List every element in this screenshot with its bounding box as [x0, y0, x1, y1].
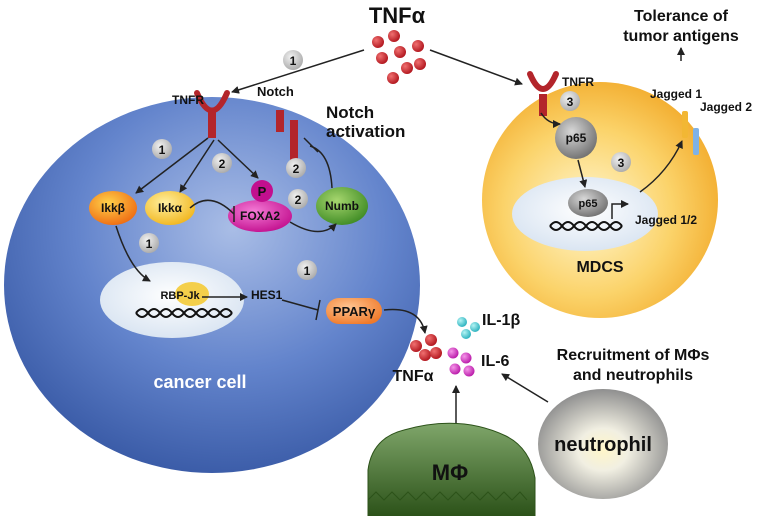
il1b-cytokine-cluster [457, 317, 480, 339]
il1b-label: IL-1β [482, 312, 520, 329]
notch-activation-label-2: activation [326, 122, 405, 141]
step-badge: 2 [286, 158, 306, 178]
p65-protein-cytoplasm [555, 117, 597, 159]
jagged2-label: Jagged 2 [700, 100, 752, 114]
rbpjk-protein [175, 282, 209, 306]
foxa2-protein [228, 200, 292, 232]
mdcs-label: MDCS [576, 259, 623, 276]
recruitment-label-2: and neutrophils [573, 367, 693, 384]
dna-helix-cancer [135, 308, 233, 318]
foxa2-label: FOXA2 [240, 209, 280, 223]
tolerance-label-2: tumor antigens [623, 28, 739, 45]
ppary-protein [326, 298, 382, 324]
rbpjk-label: RBP-Jk [160, 290, 200, 302]
jagged2-ligand [693, 128, 699, 155]
il6-label: IL-6 [481, 353, 510, 370]
step-badge: 1 [297, 260, 317, 280]
ppary-label: PPARγ [333, 304, 376, 319]
macrophage-label: MΦ [432, 460, 468, 485]
tnfr-receptor-left [194, 90, 230, 138]
tnfa-molecule-cluster [372, 30, 426, 84]
tnfr-receptor-right [527, 71, 559, 116]
tnfr-label-left: TNFR [172, 93, 204, 107]
macrophage-cell [367, 422, 536, 516]
tnfr-label-right: TNFR [562, 75, 594, 89]
tnfa-bottom-label: TNFα [393, 368, 434, 385]
svg-text:2: 2 [295, 193, 302, 207]
ikka-label: Ikkα [158, 201, 183, 215]
phospho-group [251, 180, 273, 202]
inhibition-lines [189, 137, 333, 321]
svg-text:1: 1 [159, 143, 166, 157]
ikkb-label: Ikkβ [101, 201, 125, 215]
step-badge: 2 [212, 153, 232, 173]
svg-text:1: 1 [146, 237, 153, 251]
dna-helix-mdcs [549, 221, 623, 231]
tolerance-label-1: Tolerance of [634, 8, 729, 25]
cancer-cell-label: cancer cell [153, 372, 246, 392]
svg-text:2: 2 [293, 162, 300, 176]
neutrophil-cell [538, 389, 668, 499]
step-badge: 3 [560, 91, 580, 111]
p65-label-cytoplasm: p65 [566, 131, 587, 145]
notch-label: Notch [257, 84, 294, 99]
recruitment-label-1: Recruitment of MΦs [557, 347, 710, 364]
step-badge: 1 [283, 50, 303, 70]
phospho-label: P [258, 184, 267, 199]
step-badge: 1 [139, 233, 159, 253]
il6-cytokine-cluster [447, 347, 475, 377]
svg-text:3: 3 [618, 156, 625, 170]
svg-text:1: 1 [304, 264, 311, 278]
step-badge: 3 [611, 152, 631, 172]
tnfa-cytokine-cluster [410, 334, 442, 361]
notch-activation-label-1: Notch [326, 103, 374, 122]
p65-protein-nucleus [568, 189, 608, 217]
ikkb-protein [89, 191, 137, 225]
signaling-arrows [115, 47, 685, 440]
neutrophil-label: neutrophil [554, 434, 652, 456]
svg-text:3: 3 [567, 95, 574, 109]
hes1-label: HES1 [251, 288, 283, 302]
svg-text:1: 1 [290, 54, 297, 68]
jagged12-label: Jagged 1/2 [635, 213, 697, 227]
step-badge: 2 [288, 189, 308, 209]
p65-label-nucleus: p65 [579, 198, 598, 210]
jagged1-label: Jagged 1 [650, 87, 702, 101]
step-badge: 1 [152, 139, 172, 159]
numb-protein [316, 187, 368, 225]
numb-label: Numb [325, 199, 359, 213]
svg-text:2: 2 [219, 157, 226, 171]
tnfa-title: TNFα [369, 3, 426, 28]
cancer-nucleus [100, 262, 244, 338]
jagged1-ligand [682, 111, 688, 138]
notch-receptor [276, 110, 298, 160]
ikka-protein [145, 191, 195, 225]
